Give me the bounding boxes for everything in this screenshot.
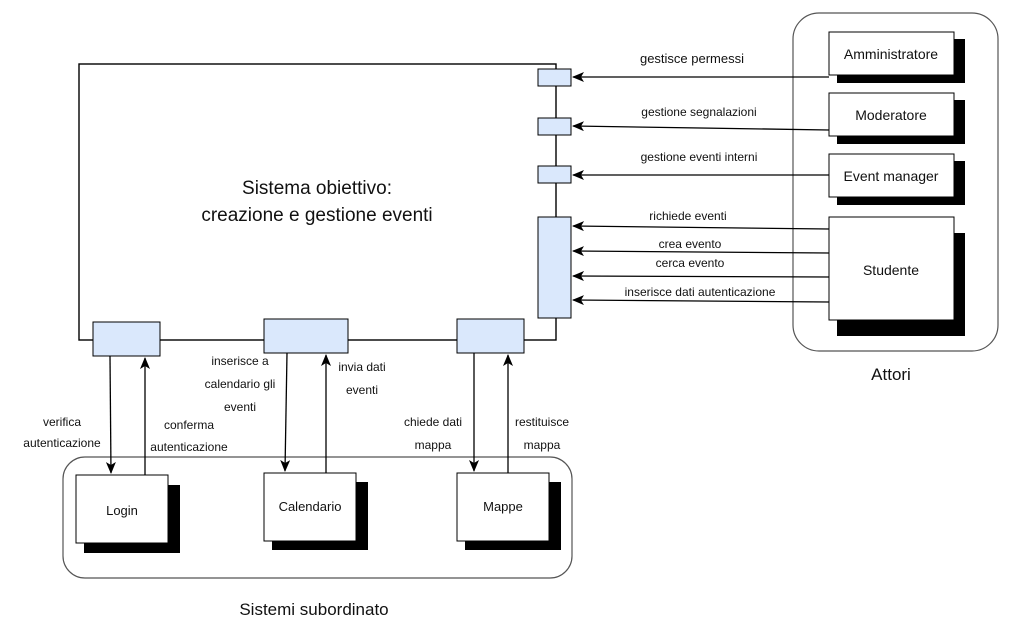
flow-calendario-down-line1: inserisce a	[211, 354, 269, 368]
flow-mappe-down-line1: chiede dati	[404, 415, 462, 429]
flow-cerca-evento: cerca evento	[656, 256, 725, 270]
flow-gestisce-permessi: gestisce permessi	[640, 51, 744, 66]
flow-richiede-eventi: richiede eventi	[649, 209, 726, 223]
arrow-login-down	[105, 355, 116, 474]
flow-calendario-up-line1: invia dati	[338, 360, 385, 374]
actor-amministratore-label: Amministratore	[844, 46, 938, 62]
actors-caption: Attori	[871, 365, 911, 384]
system-login-label: Login	[106, 503, 138, 518]
arrow-cerca-evento	[572, 271, 830, 282]
flow-calendario-down-line2: calendario gli	[205, 377, 276, 391]
flow-mappe-up-line2: mappa	[524, 438, 561, 452]
actor-studente-label: Studente	[863, 262, 919, 278]
flow-gestione-eventi-interni: gestione eventi interni	[641, 150, 758, 164]
system-calendario-label: Calendario	[279, 499, 342, 514]
port-eventi-interni	[537, 165, 572, 184]
arrow-gestione-segnalazioni	[572, 121, 830, 132]
system-mappe-label: Mappe	[483, 499, 523, 514]
flow-mappe-down-line2: mappa	[415, 438, 452, 452]
port-mappe	[456, 318, 525, 354]
flow-login-up-line2: autenticazione	[150, 440, 228, 454]
actor-event-manager	[828, 153, 955, 198]
port-calendario	[263, 318, 349, 354]
flow-calendario-up-line2: eventi	[346, 383, 378, 397]
main-system-title-line2: creazione e gestione eventi	[201, 205, 432, 226]
flow-login-down-line2: autenticazione	[23, 436, 101, 450]
flow-login-up-line1: conferma	[164, 418, 214, 432]
actor-moderatore	[828, 92, 955, 137]
subsystems-caption: Sistemi subordinato	[239, 600, 388, 619]
port-segnalazioni	[537, 117, 572, 136]
actor-moderatore-label: Moderatore	[855, 107, 927, 123]
arrow-crea-evento	[572, 246, 830, 257]
arrow-inserisce-dati-autenticazione	[572, 295, 830, 306]
arrow-calendario-down	[280, 352, 291, 472]
flow-crea-evento: crea evento	[659, 237, 722, 251]
actor-studente	[828, 216, 955, 321]
port-permessi	[537, 68, 572, 87]
flow-login-down-line1: verifica	[43, 415, 81, 429]
flow-mappe-up-line1: restituisce	[515, 415, 569, 429]
subsystems-group	[62, 456, 573, 579]
system-calendario	[263, 472, 357, 542]
arrow-richiede-eventi	[572, 221, 830, 232]
port-studente	[537, 216, 572, 319]
port-login	[92, 321, 161, 357]
system-login	[75, 474, 169, 544]
main-system-title-line1: Sistema obiettivo:	[242, 178, 392, 199]
flow-calendario-down-line3: eventi	[224, 400, 256, 414]
main-system-box	[78, 63, 557, 341]
actors-group	[792, 12, 999, 352]
actor-amministratore	[828, 31, 955, 76]
flow-gestione-segnalazioni: gestione segnalazioni	[641, 105, 756, 119]
actor-event-manager-label: Event manager	[844, 168, 939, 184]
system-mappe	[456, 472, 550, 542]
flow-inserisce-dati-autenticazione: inserisce dati autenticazione	[625, 285, 776, 299]
